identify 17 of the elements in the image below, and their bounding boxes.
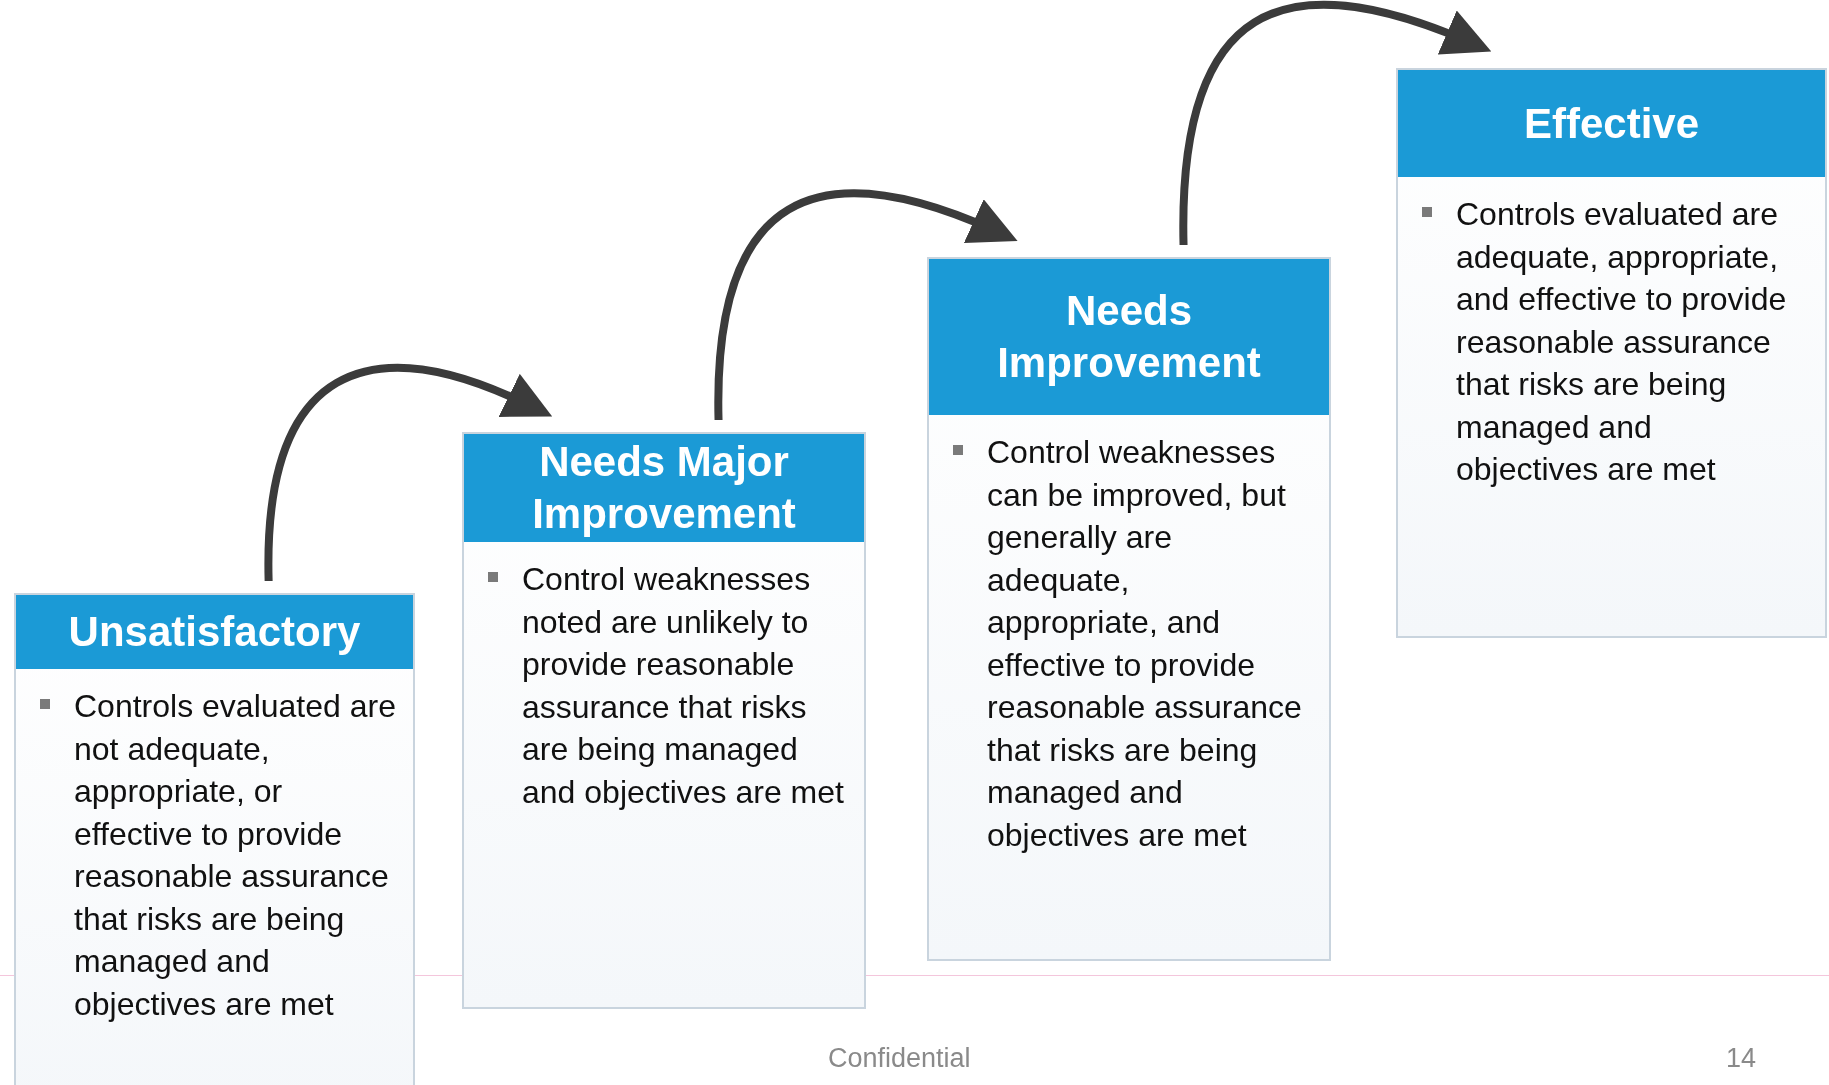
- stage-heading: Needs Improvement: [929, 259, 1329, 415]
- curved-arrow: [714, 189, 1018, 421]
- stage-heading: Unsatisfactory: [16, 595, 413, 669]
- stage-card: [14, 593, 415, 1085]
- footer-note: Confidential: [828, 1042, 971, 1075]
- page-number: 14: [1726, 1042, 1757, 1075]
- stage-description: Control weaknesses can be improved, but generally are adequate, appropriate, and effective to provide reasonable assurance that risks are being managed and objectives are met: [987, 433, 1303, 855]
- stage-card: [462, 432, 866, 1009]
- stage-card: [1396, 68, 1827, 638]
- stage-heading: Effective: [1398, 70, 1825, 177]
- stage-description: Control weaknesses noted are unlikely to provide reasonable assurance that risks are being managed and objectives are met: [522, 560, 844, 812]
- stage-description: Controls evaluated are adequate, appropriate, and effective to provide reasonable assurance that risks are being managed and objectives are met: [1456, 195, 1788, 489]
- stage-heading: Needs Major Improvement: [464, 434, 864, 542]
- stage-description: Controls evaluated are not adequate, appropriate, or effective to provide reasonable assurance that risks are being managed and objectives are met: [74, 687, 396, 1024]
- curved-arrow: [1179, 1, 1492, 246]
- stage-card: [927, 257, 1331, 961]
- curved-arrow: [264, 364, 553, 582]
